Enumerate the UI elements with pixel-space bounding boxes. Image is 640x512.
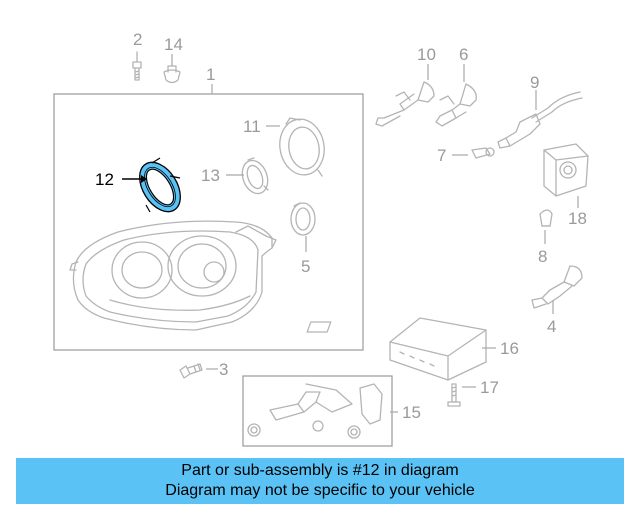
label-part-15: 15 — [402, 403, 421, 422]
label-part-7: 7 — [437, 146, 446, 165]
part-2-bolt[interactable] — [132, 51, 142, 81]
headlight-assembly-box — [53, 93, 364, 351]
label-part-9: 9 — [530, 73, 539, 92]
part-5-cap[interactable] — [290, 202, 316, 236]
label-part-17: 17 — [480, 378, 499, 397]
label-part-5: 5 — [301, 257, 310, 276]
label-part-14: 14 — [164, 35, 183, 54]
part-16-module[interactable] — [306, 317, 487, 381]
part-11-cap[interactable] — [275, 116, 328, 179]
part-8-bulb[interactable] — [539, 209, 553, 227]
label-part-18: 18 — [568, 209, 587, 228]
part-17-bolt[interactable] — [447, 383, 461, 407]
label-part-8: 8 — [538, 247, 547, 266]
banner-line-1: Part or sub-assembly is #12 in diagram — [181, 462, 459, 479]
part-14-clip[interactable] — [163, 65, 181, 84]
label-part-4: 4 — [547, 317, 556, 336]
part-4-bulb[interactable] — [531, 265, 583, 309]
part-7-bulb[interactable] — [471, 147, 495, 159]
part-12-ring[interactable] — [131, 155, 188, 219]
part-10-bulb[interactable] — [375, 81, 435, 127]
part-9-socket[interactable] — [497, 91, 583, 149]
label-part-11: 11 — [243, 117, 261, 136]
label-part-10: 10 — [417, 45, 436, 64]
label-part-3: 3 — [219, 360, 228, 379]
label-part-6: 6 — [459, 45, 468, 64]
label-part-1: 1 — [206, 65, 215, 84]
banner-line-2: Diagram may not be specific to your vehi… — [165, 482, 475, 499]
part-18-igniter[interactable] — [543, 143, 589, 197]
part-3-screw[interactable] — [179, 363, 203, 379]
label-part-16: 16 — [500, 339, 519, 358]
part-13-ring[interactable] — [238, 157, 272, 197]
label-part-2: 2 — [133, 30, 142, 49]
part-15-bracket-kit[interactable] — [247, 383, 383, 439]
bracket-kit-box — [242, 375, 393, 447]
label-part-12: 12 — [95, 170, 114, 189]
part-6-bulb[interactable] — [435, 83, 477, 127]
label-part-13: 13 — [201, 166, 220, 185]
info-banner: Part or sub-assembly is #12 in diagram D… — [16, 458, 624, 504]
headlight-body — [69, 220, 277, 331]
